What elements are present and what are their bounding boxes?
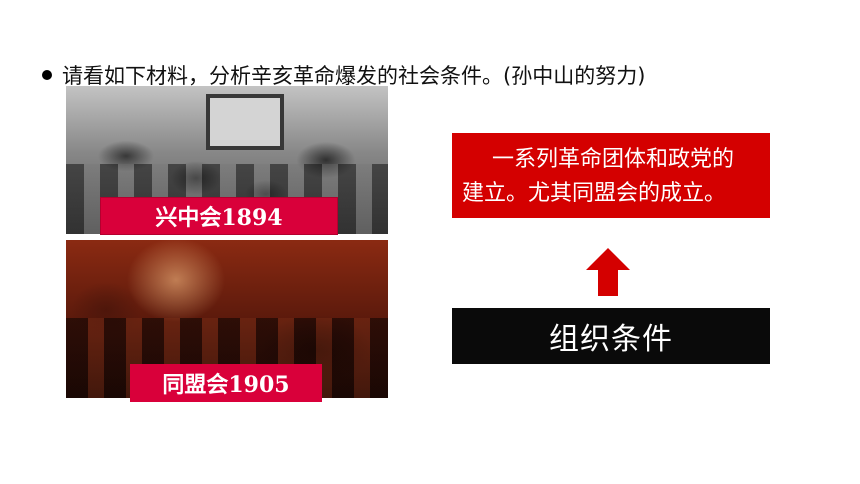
conclusion-box: 一系列革命团体和政党的 建立。尤其同盟会的成立。 [452, 133, 770, 218]
conclusion-line-1: 一系列革命团体和政党的 [492, 147, 735, 172]
caption-tongmenghui: 同盟会1905 [130, 364, 322, 402]
bullet-line: 请看如下材料，分析辛亥革命爆发的社会条件。(孙中山的努力) [42, 60, 645, 90]
bullet-text: 请看如下材料，分析辛亥革命爆发的社会条件。(孙中山的努力) [62, 64, 646, 88]
caption-xingzhonghui: 兴中会1894 [100, 197, 338, 235]
bullet-dot-icon [42, 70, 52, 80]
arrow-up-icon [586, 248, 630, 296]
conclusion-line-2: 建立。尤其同盟会的成立。 [462, 181, 727, 206]
organization-condition-box: 组织条件 [452, 308, 770, 364]
wall-picture-frame [206, 94, 284, 150]
